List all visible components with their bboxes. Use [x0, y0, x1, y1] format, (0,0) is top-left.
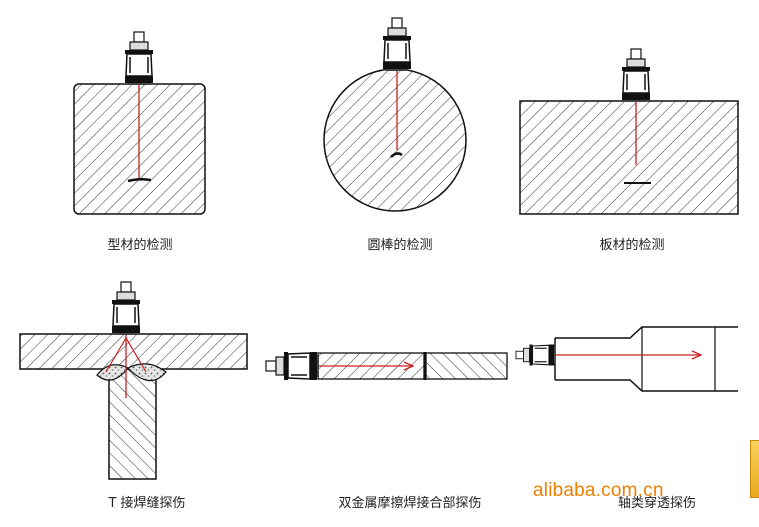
probe-icon — [111, 281, 141, 336]
t-weld-web — [108, 368, 157, 480]
beam-arrowhead — [691, 350, 703, 360]
panel-t-weld-figure — [19, 281, 248, 480]
beam-line-angled-left — [105, 337, 127, 373]
probe-icon — [515, 343, 557, 367]
panel-plate-figure — [519, 48, 739, 215]
probe-icon — [621, 48, 651, 103]
panel-profile-figure — [73, 31, 206, 215]
caption-shaft: 轴类穿透探伤 — [617, 496, 697, 511]
probe-icon — [265, 351, 320, 381]
panel-round-bar-figure — [323, 17, 467, 212]
plate-workpiece — [519, 100, 739, 215]
caption-round-bar: 圆棒的检测 — [367, 238, 433, 253]
probe-icon — [124, 31, 154, 86]
watermark-text: alibaba.com.cn — [533, 480, 664, 501]
flaw-mark — [127, 177, 152, 183]
shaft-outline-top — [555, 326, 738, 339]
beam-arrowhead — [403, 361, 415, 371]
shaft-outline-bottom — [555, 379, 738, 392]
caption-t-weld: T 接焊缝探伤 — [108, 496, 186, 511]
edge-badge-icon — [750, 440, 759, 498]
bimetal-part-right — [425, 352, 508, 380]
weld-bead-right — [127, 363, 167, 382]
round-bar-workpiece — [323, 68, 467, 212]
flaw-mark — [390, 152, 403, 158]
caption-bimetal: 双金属摩擦焊接合部探伤 — [338, 496, 482, 511]
caption-profile: 型材的检测 — [107, 238, 173, 253]
panel-bimetal-figure — [265, 351, 508, 381]
beam-line-angled-right — [125, 337, 147, 373]
caption-plate: 板材的检测 — [599, 238, 665, 253]
probe-icon — [382, 17, 412, 72]
panel-shaft-figure — [515, 326, 738, 392]
